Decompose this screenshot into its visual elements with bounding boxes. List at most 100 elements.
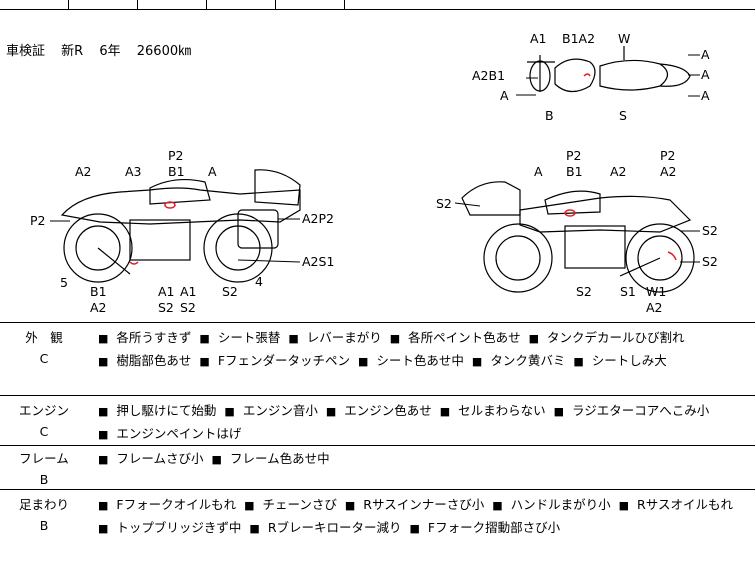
diagram-label: 5 [60,275,68,290]
diagram-label: A1 [530,31,547,46]
diagram-label: A [208,164,217,179]
diagram-label: P2 [168,148,184,163]
condition-item: エンジン色あせ [326,403,432,418]
category-name: 外 観 [25,330,63,345]
diagram-label: A1 [180,284,197,299]
diagram-label: B1 [90,284,107,299]
diagram-label: B1 [566,164,583,179]
category-name: フレーム [19,451,69,466]
condition-item: フレーム色あせ中 [212,451,330,466]
category-grade: C [39,351,49,366]
condition-item: 各所ペイント色あせ [390,330,521,345]
cowl-right [461,181,521,216]
header-strip [0,0,755,10]
diagram-label: A2B1 [472,68,505,83]
tank-right [544,190,601,215]
diagram-label: P2 [30,213,46,228]
section-category: 足まわり B [0,494,88,536]
condition-item: チェーンさび [244,497,337,512]
section-items: Fフォークオイルもれ チェーンさび Rサスインナーさび小 ハンドルまがり小 Rサ… [98,494,747,540]
diagram-label: A [701,67,710,82]
section-items: フレームさび小 フレーム色あせ中 [98,448,747,471]
diagram-label: B1A2 [562,31,595,46]
diagram-label: A2S1 [302,254,334,269]
diagram-label: S2 [158,300,174,315]
vehicle-doc-label: 車検証 [6,44,46,59]
diagram-label: S2 [702,254,718,269]
front-wheel [63,213,133,283]
left-view [60,169,301,283]
right-view [461,181,695,293]
header-divider [206,0,207,9]
body-left [60,187,301,225]
section-category: エンジン C [0,400,88,442]
motorcycle-diagram: A1 B1A2 W A2B1 A B S A A A P2 B1 A A2 A3… [30,31,718,315]
condition-item: トップブリッジきず中 [98,520,241,535]
diagram-label: A [500,88,509,103]
top-view-labels: A1 B1A2 W A2B1 A B S A A A [472,31,710,123]
diagram-label: A [701,88,710,103]
header-divider [68,0,69,9]
exhaust-left [97,247,131,275]
condition-item: フレームさび小 [98,451,204,466]
condition-item: セルまわらない [440,403,546,418]
vehicle-mileage: 26600㎞ [136,44,192,59]
condition-item: シートしみ大 [573,353,666,368]
condition-item: 各所うすきず [98,330,191,345]
diagram-label: P2 [566,148,582,163]
condition-item: タンクデカールひび割れ [529,330,685,345]
diagram-label: S1 [620,284,636,299]
tank-left [149,178,211,205]
condition-item: エンジンペイントはげ [98,426,241,441]
diagram-label: A2 [646,300,663,315]
leader-lines [50,54,700,263]
diagram-label: A3 [125,164,142,179]
exhaust-right [619,257,661,277]
condition-item: 押し駆けにて始動 [98,403,216,418]
diagram-label: W [618,31,630,46]
section-category: フレーム B [0,448,88,490]
diagram-label: A [534,164,543,179]
diagram-label: A [701,47,710,62]
damage-mark [164,201,176,209]
condition-item: Rサスインナーさび小 [345,497,484,512]
condition-item: ラジエターコアへこみ小 [554,403,710,418]
condition-item: Fフォーク摺動部さび小 [409,520,560,535]
header-divider [275,0,276,9]
condition-item: 樹脂部色あせ [98,353,191,368]
section-frame: フレーム B フレームさび小 フレーム色あせ中 [0,446,755,490]
section-items: 各所うすきず シート張替 レバーまがり 各所ペイント色あせ タンクデカールひび割… [98,327,747,373]
category-grade: C [39,424,49,439]
section-exterior: 外 観 C 各所うすきず シート張替 レバーまがり 各所ペイント色あせ タンクデ… [0,323,755,396]
vehicle-year: 6年 [99,44,121,59]
diagram-label: S2 [576,284,592,299]
rear-wheel-right [483,223,553,293]
diagram-label: A2 [660,164,677,179]
diagram-label: A2 [75,164,92,179]
section-items: 押し駆けにて始動 エンジン音小 エンジン色あせ セルまわらない ラジエターコアへ… [98,400,747,446]
section-engine: エンジン C 押し駆けにて始動 エンジン音小 エンジン色あせ セルまわらない ラ… [0,396,755,446]
diagram-label: A2 [610,164,627,179]
condition-item: レバーまがり [288,330,381,345]
diagram-label: A2P2 [302,211,334,226]
condition-item: タンク黄バミ [472,353,565,368]
condition-item: ハンドルまがり小 [492,497,610,512]
tail-top [659,63,691,87]
left-view-labels: P2 B1 A A2 A3 P2 A2P2 A2S1 5 B1 A2 A1 A1… [30,148,334,315]
damage-mark [667,251,677,261]
category-grade: B [39,518,49,533]
body-right [519,195,692,233]
tank-top [554,58,596,93]
diagram-label: S [619,108,627,123]
engine-right [564,225,626,269]
category-grade: B [39,472,49,487]
vehicle-registration: 新R [61,44,84,59]
diagram-label: S2 [436,196,452,211]
diagram-label: W1 [646,284,666,299]
damage-mark [564,209,576,217]
bag-left [237,209,279,249]
right-view-labels: P2 B1 A A2 P2 A2 S2 S2 S2 S2 S1 W1 A2 [436,148,718,315]
section-suspension: 足まわり B Fフォークオイルもれ チェーンさび Rサスインナーさび小 ハンドル… [0,490,755,561]
damage-mark [129,261,139,265]
front-rim [75,225,121,271]
